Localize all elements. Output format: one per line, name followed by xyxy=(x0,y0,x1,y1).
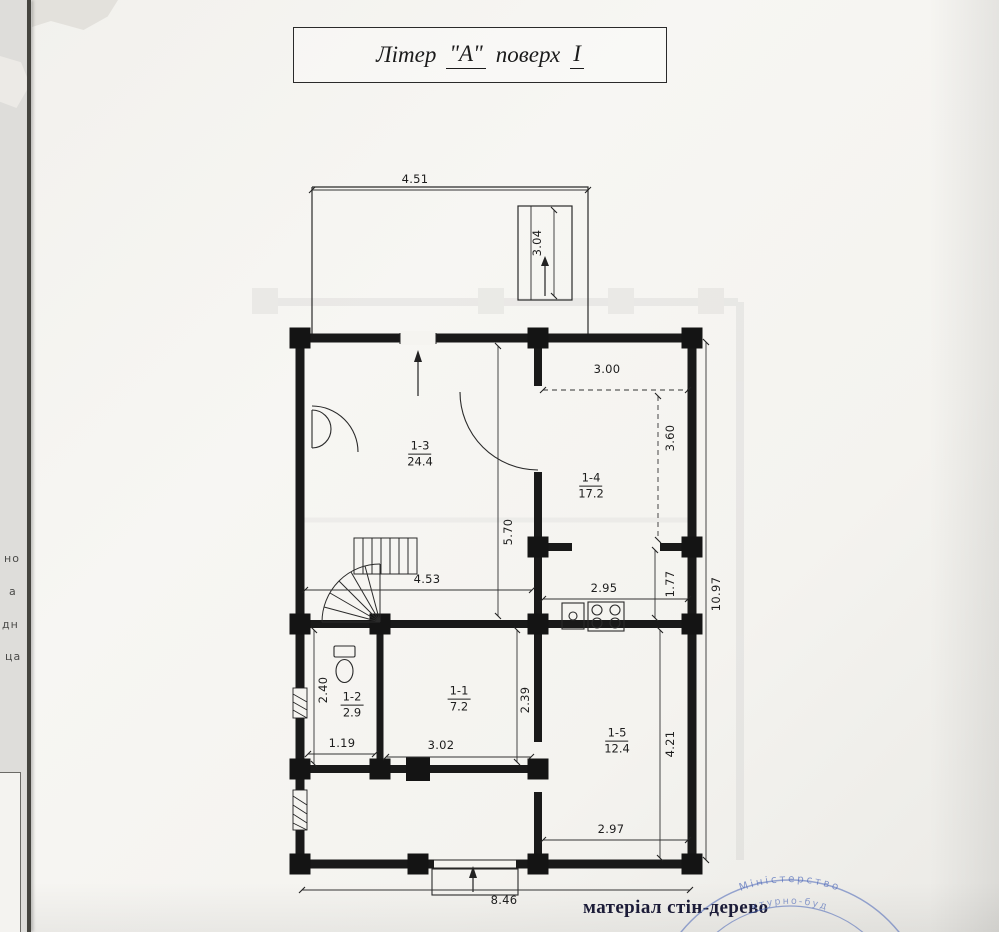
title-word: Літер xyxy=(376,42,437,67)
room-area: 12.4 xyxy=(604,742,630,756)
dim-room15-depth-label: 4.21 xyxy=(663,730,677,758)
window-hatch xyxy=(292,789,308,831)
dim-kitchen-depth-label: 1.77 xyxy=(663,570,677,598)
wall-openings xyxy=(292,331,516,871)
room-number: 1-4 xyxy=(579,471,603,487)
dim-room12-width-label: 1.19 xyxy=(328,736,356,750)
entry-arrow-icon xyxy=(541,256,549,296)
material-note: матеріал стін-дерево xyxy=(583,897,769,918)
dim-room11-width-label: 3.02 xyxy=(427,738,455,752)
toilet-icon xyxy=(333,645,356,684)
stairs-straight xyxy=(353,537,418,575)
room-area: 2.9 xyxy=(342,706,362,720)
stamp-arc-text: ктурно-буд xyxy=(750,896,828,913)
room-number: 1-5 xyxy=(605,726,629,742)
fireplace-niche xyxy=(311,405,359,453)
window-hatch xyxy=(292,687,308,719)
stamp-arc-text: Міністерство xyxy=(737,873,840,894)
room-number: 1-3 xyxy=(408,439,432,455)
entrance-arrow-icon xyxy=(414,350,422,396)
page-corner-box xyxy=(0,772,21,932)
log-joint-squares xyxy=(289,327,703,875)
title-block: Літер "А" поверх І xyxy=(293,27,667,83)
room-area: 24.4 xyxy=(407,455,433,469)
entry-steps-outline xyxy=(517,205,573,301)
room-label-1-5: 1-5 12.4 xyxy=(604,726,630,757)
dim-room14-depth-label: 3.60 xyxy=(663,424,677,452)
svg-text:ктурно-буд: ктурно-буд xyxy=(750,896,830,913)
dim-room13-width-label: 4.53 xyxy=(413,572,441,586)
round-stamp: Міністерство ктурно-буд xyxy=(680,873,900,932)
room-number: 1-2 xyxy=(340,690,364,706)
room-label-1-1: 1-1 7.2 xyxy=(447,684,471,715)
sink-icon xyxy=(561,602,585,630)
page-edge-text-fragment: но xyxy=(4,552,20,565)
page-edge-text-fragment: дн xyxy=(2,618,19,631)
building-letter: "А" xyxy=(446,41,486,69)
dim-room13-depth-label: 5.70 xyxy=(501,518,515,546)
dim-building-width-label: 8.46 xyxy=(490,893,518,907)
stairs-spiral xyxy=(321,563,381,623)
room-label-1-2: 1-2 2.9 xyxy=(340,690,364,721)
room-area: 7.2 xyxy=(449,700,469,714)
dim-porch-depth-label: 3.04 xyxy=(530,229,544,257)
svg-text:Міністерство: Міністерство xyxy=(737,873,842,894)
dim-room14-width-label: 3.00 xyxy=(593,362,621,376)
room-number: 1-1 xyxy=(447,684,471,700)
dimension-lines xyxy=(298,186,710,894)
dim-room15-width-label: 2.97 xyxy=(597,822,625,836)
dim-kitchen-width-label: 2.95 xyxy=(590,581,618,595)
scan-shadow xyxy=(929,0,999,932)
porch-outline xyxy=(431,868,519,896)
dim-building-depth-label: 10.97 xyxy=(709,576,723,612)
dim-room11-depth-label: 2.39 xyxy=(518,686,532,714)
page-edge-text-fragment: ца xyxy=(5,650,22,663)
page-spine-line xyxy=(27,0,31,932)
dim-terrace-width-label: 4.51 xyxy=(401,172,429,186)
room-label-1-4: 1-4 17.2 xyxy=(578,471,604,502)
title-word: поверх xyxy=(495,42,561,67)
page-edge-text-fragment: а xyxy=(9,585,17,598)
door-swing-arc xyxy=(459,391,539,471)
floor-number: І xyxy=(570,41,584,69)
room-label-1-3: 1-3 24.4 xyxy=(407,439,433,470)
dim-room12-depth-label: 2.40 xyxy=(316,676,330,704)
room-area: 17.2 xyxy=(578,487,604,501)
